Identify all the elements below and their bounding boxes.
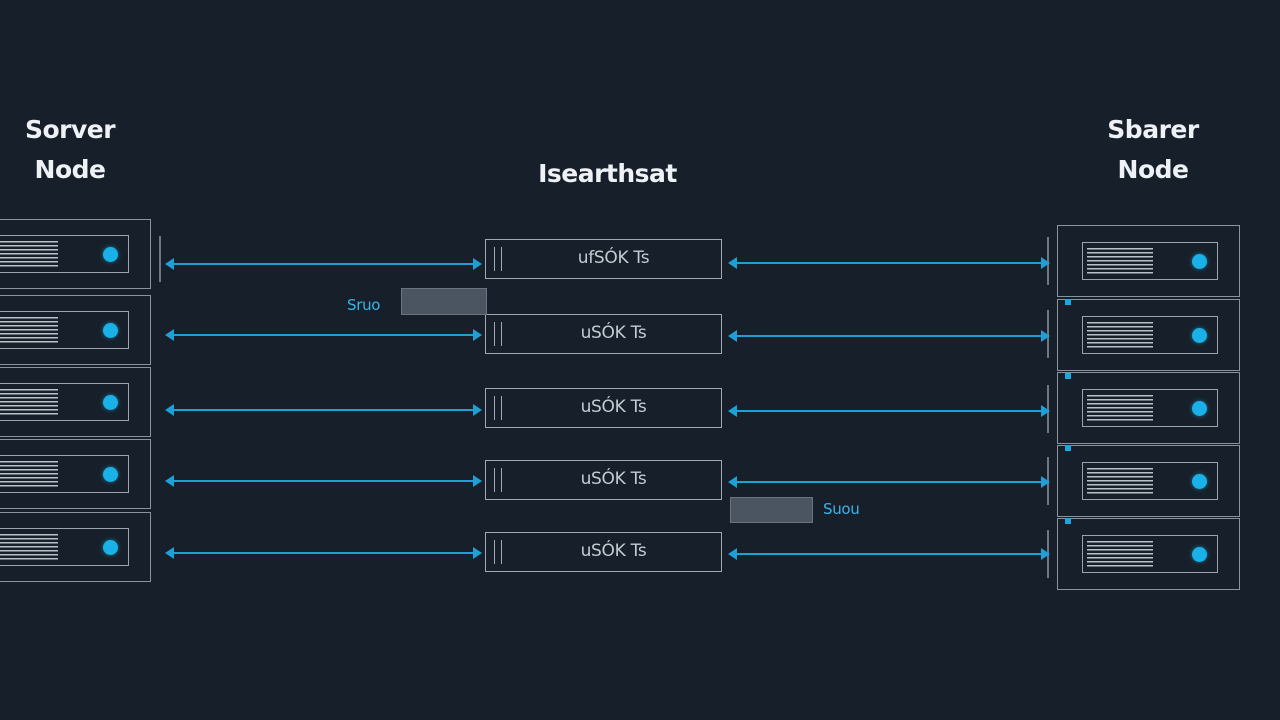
heartbeat-arrow-right — [728, 405, 1050, 417]
heartbeat-arrow-right — [728, 330, 1050, 342]
vent-icon — [1087, 322, 1153, 350]
right-node-title-line2: Node — [1117, 155, 1189, 184]
heartbeat-arrow-right — [728, 476, 1050, 488]
status-led-icon — [1192, 546, 1207, 562]
status-led-icon — [1192, 327, 1207, 343]
heartbeat-box: ufSÓK Ts — [485, 239, 722, 279]
vent-icon — [0, 389, 58, 417]
server-panel — [0, 383, 129, 421]
vent-icon — [0, 241, 58, 269]
left-node-title-line2: Node — [34, 155, 106, 184]
right-server-unit — [1057, 445, 1240, 517]
heartbeat-label: ufSÓK Ts — [577, 248, 650, 268]
bracket-icon — [494, 396, 502, 420]
heartbeat-title: Isearthsat — [538, 159, 677, 188]
server-panel — [0, 235, 129, 273]
link-marker-icon — [1065, 299, 1071, 305]
heartbeat-box: uSÓK Ts — [485, 460, 722, 500]
vent-icon — [1087, 541, 1153, 569]
right-node-title: Sbarer Node — [1083, 110, 1223, 190]
right-server-unit — [1057, 299, 1240, 371]
annotation-right: Suou — [823, 500, 860, 518]
status-led-icon — [1192, 400, 1207, 416]
link-marker-icon — [1065, 518, 1071, 524]
bracket-icon — [494, 247, 502, 271]
status-led-icon — [103, 246, 118, 262]
left-server-unit — [0, 439, 151, 509]
vent-icon — [1087, 248, 1153, 276]
server-panel — [0, 528, 129, 566]
server-panel — [1082, 242, 1218, 280]
right-server-unit — [1057, 372, 1240, 444]
annotation-block-left — [401, 288, 487, 315]
status-led-icon — [103, 539, 118, 555]
heartbeat-arrow-left — [165, 475, 482, 487]
left-server-unit — [0, 367, 151, 437]
heartbeat-label: uSÓK Ts — [580, 323, 647, 343]
server-panel — [0, 311, 129, 349]
heartbeat-arrow-left — [165, 258, 482, 270]
link-marker-icon — [1065, 373, 1071, 379]
left-server-unit — [0, 295, 151, 365]
annotation-block-right — [730, 497, 813, 523]
heartbeat-arrow-right — [728, 257, 1050, 269]
heartbeat-label: uSÓK Ts — [580, 469, 647, 489]
vent-icon — [0, 461, 58, 489]
server-panel — [1082, 389, 1218, 427]
heartbeat-arrow-left — [165, 329, 482, 341]
heartbeat-box: uSÓK Ts — [485, 532, 722, 572]
server-panel — [1082, 462, 1218, 500]
server-panel — [1082, 535, 1218, 573]
right-server-unit — [1057, 518, 1240, 590]
heartbeat-box: uSÓK Ts — [485, 388, 722, 428]
link-marker-icon — [1065, 445, 1071, 451]
right-node-title-line1: Sbarer — [1107, 115, 1199, 144]
heartbeat-arrow-left — [165, 547, 482, 559]
left-node-title: Sorver Node — [0, 110, 140, 190]
vent-icon — [1087, 395, 1153, 423]
annotation-left: Sruo — [347, 296, 381, 314]
status-led-icon — [103, 322, 118, 338]
heartbeat-box: uSÓK Ts — [485, 314, 722, 354]
vent-icon — [0, 317, 58, 345]
status-led-icon — [1192, 473, 1207, 489]
left-server-unit — [0, 219, 151, 289]
server-panel — [0, 455, 129, 493]
left-server-unit — [0, 512, 151, 582]
bracket-icon — [494, 322, 502, 346]
server-panel — [1082, 316, 1218, 354]
status-led-icon — [103, 394, 118, 410]
bracket-icon — [494, 468, 502, 492]
right-server-unit — [1057, 225, 1240, 297]
heartbeat-label: uSÓK Ts — [580, 541, 647, 561]
status-led-icon — [103, 466, 118, 482]
heartbeat-arrow-right — [728, 548, 1050, 560]
status-led-icon — [1192, 253, 1207, 269]
left-connector-line — [159, 236, 161, 282]
heartbeat-label: uSÓK Ts — [580, 397, 647, 417]
vent-icon — [0, 534, 58, 562]
left-node-title-line1: Sorver — [24, 115, 116, 144]
vent-icon — [1087, 468, 1153, 496]
bracket-icon — [494, 540, 502, 564]
heartbeat-arrow-left — [165, 404, 482, 416]
